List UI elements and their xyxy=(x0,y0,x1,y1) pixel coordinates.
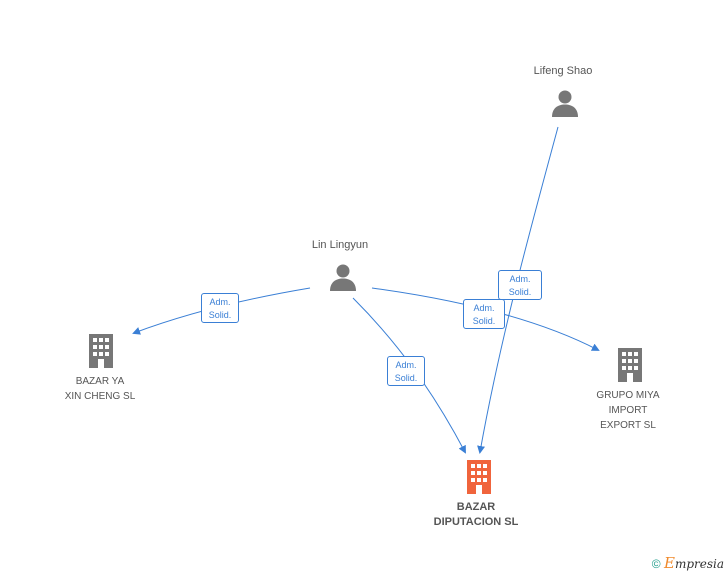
edge-label-lifeng-bazar-dip: Adm. Solid. xyxy=(498,270,542,300)
empresia-logo: © Empresia xyxy=(652,554,724,572)
edge-label-lin-grupo: Adm. Solid. xyxy=(463,299,505,329)
company-label-bazar-diputacion: BAZAR DIPUTACION SL xyxy=(433,501,519,528)
edge-label-lin-bazar-ya: Adm. Solid. xyxy=(201,293,239,323)
brand-initial: E xyxy=(663,554,675,572)
person-icon[interactable] xyxy=(551,89,579,117)
building-icon[interactable] xyxy=(615,348,645,382)
brand-rest: mpresia xyxy=(674,557,724,571)
building-icon[interactable] xyxy=(464,460,494,494)
building-icon[interactable] xyxy=(86,334,116,368)
copyright-symbol: © xyxy=(651,557,661,571)
person-icon[interactable] xyxy=(329,263,357,291)
person-label-lin-lingyun: Lin Lingyun xyxy=(311,239,369,251)
edge-label-lin-bazar-dip: Adm. Solid. xyxy=(387,356,425,386)
company-label-grupo-miya: GRUPO MIYA IMPORT EXPORT SL xyxy=(596,390,660,431)
person-label-lifeng-shao: Lifeng Shao xyxy=(533,65,593,77)
company-label-bazar-ya: BAZAR YA XIN CHENG SL xyxy=(64,376,136,402)
